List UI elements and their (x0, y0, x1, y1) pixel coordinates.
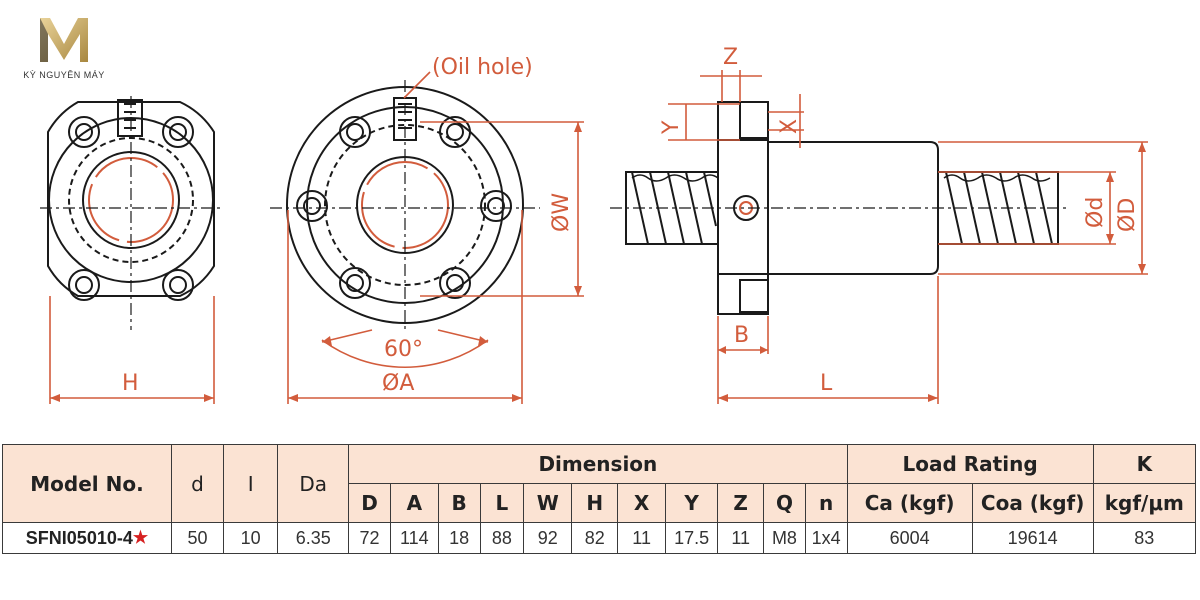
cell-Q: M8 (763, 522, 806, 554)
cell-d: 50 (170, 522, 225, 554)
cell-da: 6.35 (277, 522, 350, 554)
header-load-rating: Load Rating (846, 444, 1094, 484)
header-col-D: D (348, 483, 391, 523)
dim-y-label: Y (659, 120, 684, 135)
header-d: d (170, 444, 225, 523)
cell-n: 1x4 (804, 522, 848, 554)
header-col-H: H (571, 483, 619, 523)
oil-hole-label: (Oil hole) (432, 55, 533, 80)
cell-W: 92 (523, 522, 573, 554)
dim-d-small-label: Ød (1083, 197, 1108, 228)
dim-d-large-label: ØD (1115, 198, 1140, 232)
header-k-unit: kgf/μm (1092, 483, 1197, 523)
model-name: SFNI05010-4 (25, 527, 133, 548)
cell-L: 88 (479, 522, 525, 554)
header-col-n: n (804, 483, 848, 523)
header-col-W: W (523, 483, 573, 523)
cell-A: 114 (389, 522, 439, 554)
angle-label: 60° (384, 337, 423, 362)
header-col-L: L (479, 483, 525, 523)
cell-coa: 19614 (971, 522, 1094, 554)
header-l: I (223, 444, 279, 523)
dimension-lines (49, 70, 1148, 404)
spec-table: Model No. d I Da Dimension Load Rating K… (2, 444, 1197, 554)
header-da: Da (277, 444, 350, 523)
dim-w-label: ØW (549, 193, 574, 232)
header-col-X: X (617, 483, 667, 523)
brand-logo: KỲ NGUYÊN MÁY (23, 18, 105, 80)
star-icon: ★ (132, 527, 149, 547)
header-ca: Ca (kgf) (846, 483, 973, 523)
cell-Z: 11 (717, 522, 765, 554)
header-k: K (1092, 444, 1197, 484)
header-col-B: B (437, 483, 481, 523)
dim-b-label: B (734, 323, 749, 348)
dim-z-label: Z (723, 45, 738, 70)
cell-ca: 6004 (846, 522, 973, 554)
header-col-Y: Y (665, 483, 719, 523)
header-col-Q: Q (763, 483, 806, 523)
cell-B: 18 (437, 522, 481, 554)
brand-name: KỲ NGUYÊN MÁY (23, 70, 105, 80)
dim-l-label: L (820, 371, 833, 396)
cell-model: SFNI05010-4★ (2, 522, 172, 554)
header-col-Z: Z (717, 483, 765, 523)
cell-Y: 17.5 (665, 522, 719, 554)
dim-a-label: ØA (382, 371, 414, 396)
cell-k: 83 (1092, 522, 1197, 554)
dim-x-label: X (777, 119, 802, 134)
dim-h-label: H (122, 371, 139, 396)
cell-D: 72 (348, 522, 391, 554)
header-model-no: Model No. (2, 444, 172, 523)
centre-lines (40, 80, 1070, 330)
table-row: SFNI05010-4★ 50 10 6.35 72 114 18 88 92 … (2, 522, 1197, 554)
cell-l: 10 (223, 522, 279, 554)
header-col-A: A (389, 483, 439, 523)
cell-H: 82 (571, 522, 619, 554)
dimension-arrows (50, 122, 1146, 402)
cell-X: 11 (617, 522, 667, 554)
header-coa: Coa (kgf) (971, 483, 1094, 523)
header-dimension: Dimension (348, 444, 848, 484)
ball-nut-drawing: (Oil hole) H ØA 60° ØW Z Y X Ød ØD B L (40, 45, 1148, 404)
